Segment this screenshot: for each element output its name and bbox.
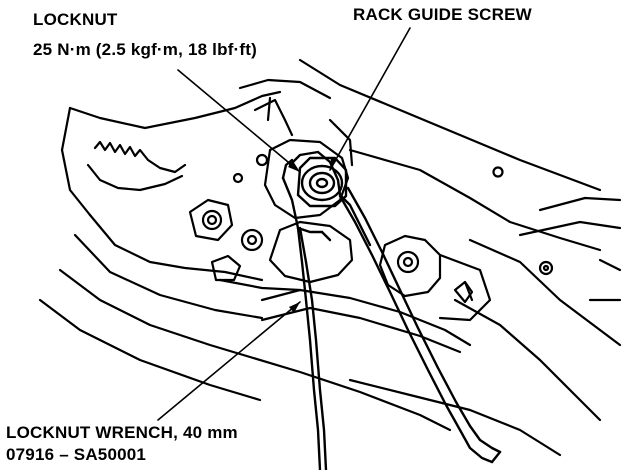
arrowhead-rack-guide-screw xyxy=(330,157,337,170)
rack-guide-screw-and-locknut xyxy=(296,156,348,208)
leader-rack-guide-screw xyxy=(329,27,411,171)
arrowhead-locknut-wrench xyxy=(289,302,300,313)
arrowhead-locknut xyxy=(288,161,300,172)
rack-guide-screw-label: RACK GUIDE SCREW xyxy=(353,5,532,24)
gearbox-housing xyxy=(38,58,622,457)
leader-locknut xyxy=(177,69,301,173)
leader-arrowheads xyxy=(288,157,337,313)
locknut-wrench xyxy=(281,150,372,470)
box-wrench xyxy=(338,186,502,464)
locknut-label: LOCKNUT xyxy=(33,10,118,29)
locknut-torque-spec: 25 N·m (2.5 kgf·m, 18 lbf·ft) xyxy=(33,40,257,59)
leader-lines xyxy=(157,27,411,421)
locknut-wrench-label: LOCKNUT WRENCH, 40 mm xyxy=(6,423,238,442)
locknut-wrench-part-number: 07916 – SA50001 xyxy=(6,445,147,464)
leader-locknut-wrench xyxy=(157,301,301,421)
